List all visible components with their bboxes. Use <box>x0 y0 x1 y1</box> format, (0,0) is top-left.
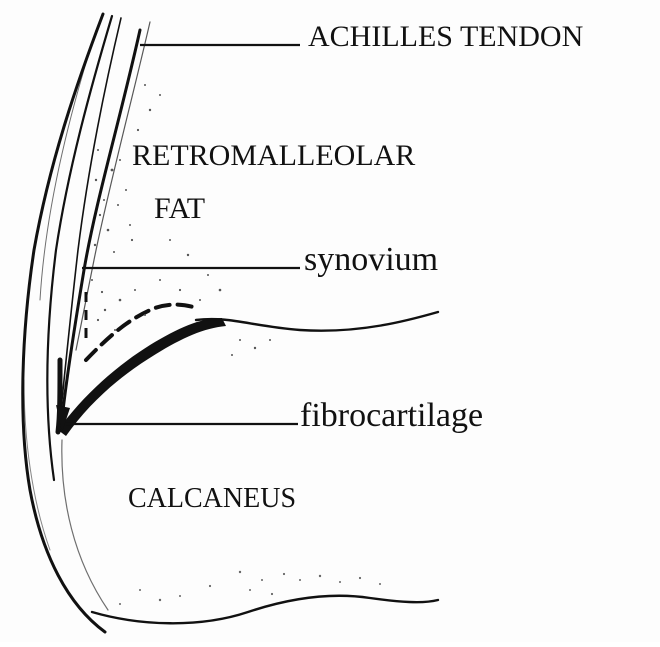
label-fibrocartilage: fibrocartilage <box>300 397 483 434</box>
label-calcaneus: CALCANEUS <box>128 483 296 514</box>
label-synovium: synovium <box>304 241 438 278</box>
calcaneus-lower-contour <box>92 596 438 624</box>
label-retromalleolar: RETROMALLEOLAR <box>132 139 415 172</box>
calcaneus-stipple <box>119 571 381 605</box>
calcaneus-upper-contour <box>196 312 438 331</box>
label-fat: FAT <box>154 192 205 225</box>
label-achilles-tendon: ACHILLES TENDON <box>308 20 583 53</box>
fibrocartilage-wedge <box>56 318 226 436</box>
